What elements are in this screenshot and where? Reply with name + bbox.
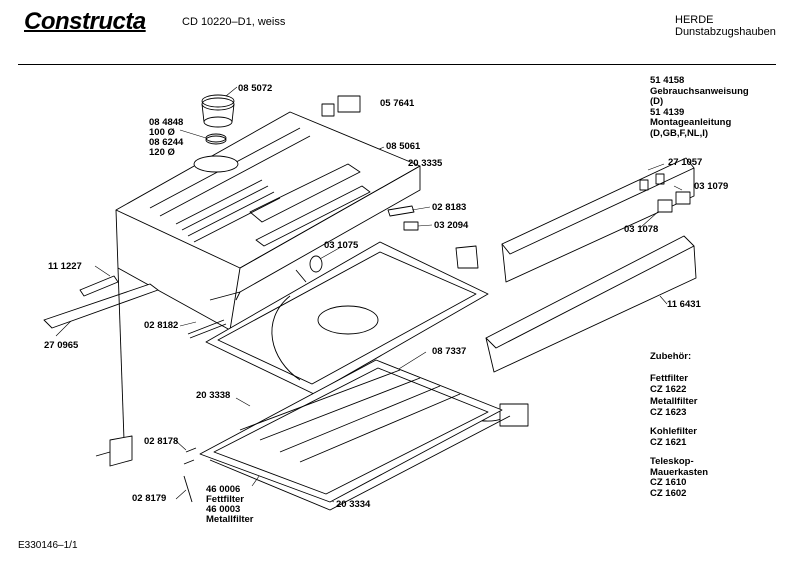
label-460003: 46 0003 — [206, 504, 241, 515]
accessory-fettfilter: Fettfilter CZ 1622 — [650, 373, 688, 395]
label-metallfilter: Metallfilter — [206, 514, 254, 525]
category-line-1: HERDE — [675, 14, 714, 26]
label-031075: 03 1075 — [324, 240, 359, 251]
label-031079: 03 1079 — [694, 181, 729, 192]
label-203335: 20 3335 — [408, 158, 443, 169]
doc-line-6: (D,GB,F,NL,I) — [650, 127, 709, 139]
power-cable — [96, 268, 132, 466]
accessory-teleskop-name-1: Teleskop- — [650, 456, 694, 467]
brand-logo: Constructa — [24, 8, 146, 35]
accessory-kohlefilter-name: Kohlefilter — [650, 426, 697, 437]
label-203338: 20 3338 — [196, 390, 231, 401]
filter-frame — [200, 360, 510, 510]
doc-line-3: (D) — [650, 96, 664, 107]
label-d120: 120 Ø — [149, 147, 175, 158]
accessories-heading: Zubehör: — [650, 351, 692, 362]
category-block: HERDE Dunstabzugshauben — [675, 14, 776, 38]
clip-parts — [388, 206, 478, 268]
accessory-kohlefilter: Kohlefilter CZ 1621 — [650, 426, 697, 448]
label-028183: 02 8183 — [432, 202, 467, 213]
front-panel — [502, 158, 694, 282]
filter-flap — [44, 276, 158, 328]
documentation-list: 51 4158 Gebrauchsanweisung (D) 51 4139 M… — [650, 75, 749, 139]
accessory-teleskop-code-2: CZ 1602 — [650, 487, 687, 499]
label-032094: 03 2094 — [434, 220, 469, 231]
trim-strip — [486, 236, 696, 372]
accessory-metallfilter: Metallfilter CZ 1623 — [650, 396, 698, 418]
label-084848: 08 4848 — [149, 117, 184, 128]
label-085061: 08 5061 — [386, 141, 421, 152]
accessory-metallfilter-code: CZ 1623 — [650, 406, 687, 418]
accessory-fettfilter-name: Fettfilter — [650, 373, 688, 384]
label-031078: 03 1078 — [624, 224, 659, 235]
switch-knobs — [658, 192, 690, 212]
model-designation: CD 10220–D1, weiss — [182, 16, 286, 28]
label-086244: 08 6244 — [149, 137, 184, 148]
label-087337: 08 7337 — [432, 346, 467, 357]
duct-connector — [202, 95, 234, 127]
label-203334: 20 3334 — [336, 499, 371, 510]
accessory-kohlefilter-code: CZ 1621 — [650, 436, 687, 448]
reducer-ring — [206, 134, 226, 144]
accessory-metallfilter-name: Metallfilter — [650, 396, 698, 407]
lamp-assembly — [296, 256, 322, 282]
connector-plug — [500, 404, 528, 426]
label-271057: 27 1057 — [668, 157, 703, 168]
label-111227: 11 1227 — [48, 261, 82, 272]
category-line-2: Dunstabzugshauben — [675, 26, 776, 38]
accessory-teleskop: Teleskop- Mauerkasten CZ 1610 CZ 1602 — [650, 456, 709, 499]
doc-line-5: Montageanleitung — [650, 117, 732, 128]
header-rule — [18, 64, 776, 65]
doc-line-1: 51 4158 — [650, 75, 685, 86]
label-116431: 11 6431 — [667, 299, 701, 310]
label-085072: 08 5072 — [238, 83, 273, 94]
accessory-teleskop-code-1: CZ 1610 — [650, 477, 687, 488]
label-028182: 02 8182 — [144, 320, 179, 331]
label-fettfilter: Fettfilter — [206, 494, 244, 505]
grease-tray — [206, 242, 488, 394]
control-switch — [322, 96, 360, 116]
label-270965: 27 0965 — [44, 340, 79, 351]
label-460006: 46 0006 — [206, 484, 241, 495]
document-id: E330146–1/1 — [18, 540, 78, 551]
label-d100: 100 Ø — [149, 127, 175, 138]
doc-line-2: Gebrauchsanweisung — [650, 85, 749, 97]
label-057641: 05 7641 — [380, 98, 415, 109]
label-028179: 02 8179 — [132, 493, 167, 504]
doc-line-4: 51 4139 — [650, 106, 685, 118]
accessory-fettfilter-code: CZ 1622 — [650, 383, 687, 395]
accessory-teleskop-name-2: Mauerkasten — [650, 466, 709, 478]
latch-rods — [184, 320, 226, 502]
hood-housing — [116, 112, 420, 330]
label-028178: 02 8178 — [144, 436, 179, 447]
